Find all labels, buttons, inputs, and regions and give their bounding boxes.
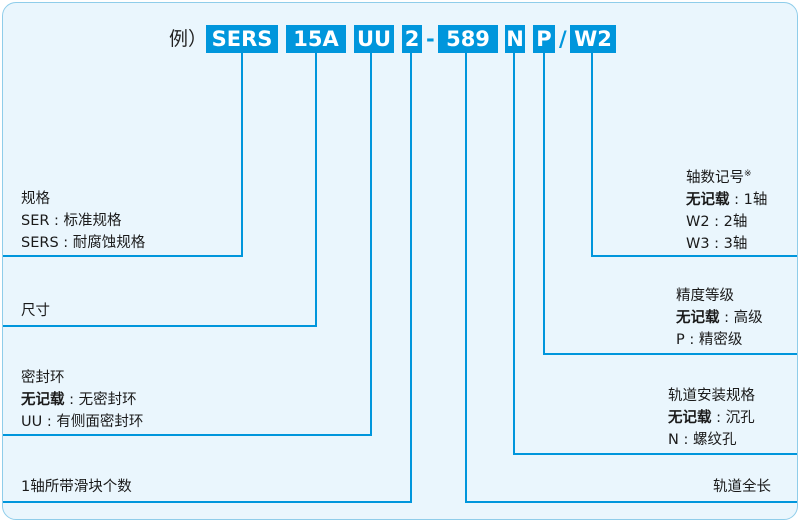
code-part-series: SERS: [206, 25, 278, 53]
spec-blocks-title: 1轴所带滑块个数: [21, 479, 132, 495]
leader-type-h: [3, 255, 243, 257]
leader-type-v: [241, 53, 243, 255]
spec-accuracy-key-2: P: [676, 332, 685, 348]
spec-seal-val-1: : 无密封环: [64, 392, 137, 408]
spec-shaft-key-1: 无记载: [686, 191, 730, 208]
leader-shaft-v: [591, 53, 593, 255]
code-part-size: 15A: [286, 25, 346, 53]
spec-shaft-key-3: W3: [686, 235, 710, 252]
spec-accuracy-title: 精度等级: [676, 288, 734, 304]
leader-seal-v: [370, 53, 372, 434]
spec-rail-mount-key-1: 无记载: [668, 410, 712, 426]
leader-mount-v: [513, 53, 515, 453]
leader-size-v: [315, 53, 317, 325]
spec-accuracy-line-2: P : 精密级: [676, 329, 763, 351]
spec-seal-val-2: : 有侧面密封环: [42, 414, 144, 430]
spec-accuracy-val-2: : 精密级: [684, 332, 743, 348]
spec-type-line-2: SERS : 耐腐蚀规格: [21, 235, 146, 251]
spec-shaft-val-1: : 1轴: [729, 191, 768, 208]
spec-rail-mount-title: 轨道安装规格: [668, 388, 755, 404]
code-slash: /: [559, 27, 567, 51]
spec-type: 规格 SER : 标准规格 SERS : 耐腐蚀规格: [21, 188, 145, 254]
spec-shaft: 轴数记号※ 无记载 : 1轴 W2 : 2轴 W3 : 3轴: [686, 163, 767, 255]
spec-type-line-1: SER : 标准规格: [21, 213, 122, 229]
spec-seal-title: 密封环: [21, 370, 65, 386]
spec-accuracy-val-1: : 高级: [719, 310, 763, 326]
spec-size-title: 尺寸: [21, 303, 50, 319]
leader-size-h: [3, 325, 317, 327]
spec-rail-length-title: 轨道全长: [713, 479, 771, 495]
spec-rail-mount-val-2: : 螺纹孔: [678, 432, 737, 448]
spec-shaft-mark: ※: [744, 169, 752, 179]
spec-seal-key-2: UU: [21, 414, 43, 430]
leader-length-h: [465, 501, 797, 503]
leader-shaft-h: [591, 255, 797, 257]
example-prefix: 例）: [169, 28, 208, 50]
spec-rail-mount-line-1: 无记载 : 沉孔: [668, 407, 755, 429]
leader-seal-h: [3, 434, 372, 436]
code-part-seal: UU: [354, 25, 394, 53]
spec-accuracy-key-1: 无记载: [676, 310, 720, 326]
leader-blocks-v: [410, 53, 412, 501]
leader-blocks-h: [3, 501, 412, 503]
spec-accuracy: 精度等级 无记载 : 高级 P : 精密级: [676, 285, 763, 351]
spec-seal: 密封环 无记载 : 无密封环 UU : 有侧面密封环: [21, 367, 143, 433]
spec-seal-line-1: 无记载 : 无密封环: [21, 389, 143, 411]
spec-rail-mount-val-1: : 沉孔: [711, 410, 755, 426]
leader-accuracy-v: [543, 53, 545, 353]
code-part-shaft: W2: [570, 25, 616, 53]
leader-mount-h: [513, 453, 797, 455]
spec-rail-mount-key-2: N: [668, 432, 679, 448]
spec-shaft-val-2: : 2轴: [709, 213, 748, 230]
code-dash: -: [426, 27, 435, 51]
spec-seal-line-2: UU : 有侧面密封环: [21, 411, 143, 433]
spec-rail-mount-line-2: N : 螺纹孔: [668, 429, 755, 451]
spec-shaft-line-1: 无记载 : 1轴: [686, 189, 767, 211]
spec-shaft-line-2: W2 : 2轴: [686, 211, 767, 233]
code-part-blocks: 2: [402, 25, 422, 53]
spec-accuracy-line-1: 无记载 : 高级: [676, 307, 763, 329]
code-part-length: 589: [438, 25, 498, 53]
spec-shaft-title: 轴数记号: [686, 169, 744, 186]
leader-length-v: [465, 53, 467, 501]
spec-type-title: 规格: [21, 191, 50, 207]
spec-shaft-line-3: W3 : 3轴: [686, 233, 767, 255]
spec-shaft-heading: 轴数记号※: [686, 163, 767, 189]
spec-seal-key-1: 无记载: [21, 392, 65, 408]
spec-rail-mount: 轨道安装规格 无记载 : 沉孔 N : 螺纹孔: [668, 385, 755, 451]
code-part-accuracy: P: [533, 25, 555, 53]
code-part-rail-mount: N: [505, 25, 525, 53]
spec-shaft-val-3: : 3轴: [709, 235, 748, 252]
leader-accuracy-h: [543, 353, 797, 355]
spec-shaft-key-2: W2: [686, 213, 710, 230]
